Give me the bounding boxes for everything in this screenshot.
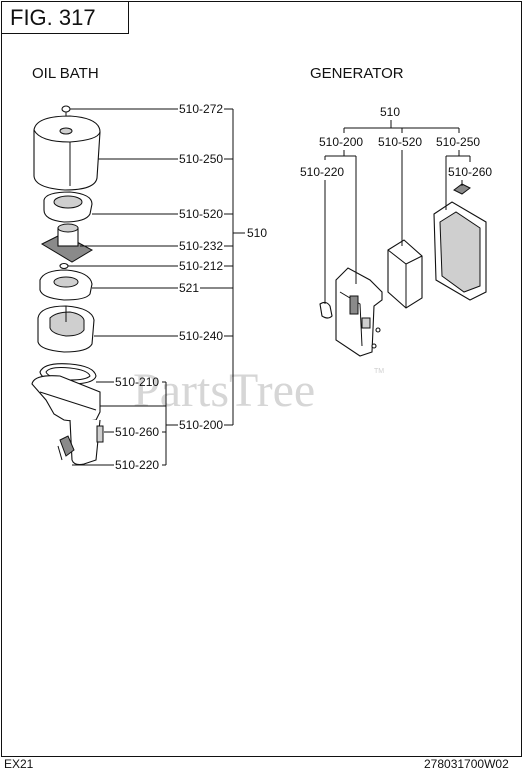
gen-part-element[interactable]: [387, 239, 423, 309]
callout-510-210: 510-210: [115, 375, 159, 389]
part-element[interactable]: [43, 191, 93, 223]
figure-label: FIG. 317: [10, 5, 96, 30]
oil-bath-parts: [31, 105, 104, 466]
gen-part-case[interactable]: [335, 267, 383, 357]
gen-callout-510-200: 510-200: [319, 135, 363, 149]
callout-510-260: 510-260: [115, 425, 159, 439]
callout-510-520: 510-520: [179, 207, 223, 221]
callout-510-272: 510-272: [179, 102, 223, 116]
figure-label-box: [1, 1, 129, 34]
callout-510-200: 510-200: [179, 418, 223, 432]
gen-callout-510-520: 510-520: [378, 135, 422, 149]
part-cover[interactable]: [33, 115, 101, 191]
gen-callout-510-220: 510-220: [300, 165, 344, 179]
gen-callout-510-250: 510-250: [436, 135, 480, 149]
callout-510-212: 510-212: [179, 259, 223, 273]
callout-510-232: 510-232: [179, 239, 223, 253]
callout-510-240: 510-240: [179, 329, 223, 343]
part-oil-bath-bowl[interactable]: [37, 305, 95, 353]
footer-model: EX21: [4, 757, 34, 771]
callout-510: 510: [247, 226, 267, 240]
gen-part-pad[interactable]: [453, 183, 471, 195]
section-oil-bath: OIL BATH: [32, 65, 99, 82]
callout-510-220: 510-220: [115, 458, 159, 472]
footer-code: 278031700W02: [424, 757, 509, 771]
page-border: [1, 1, 522, 757]
gen-callout-510: 510: [380, 105, 400, 119]
section-generator: GENERATOR: [310, 65, 404, 82]
gen-part-cover[interactable]: [433, 201, 487, 301]
oil-bath-leaders: [68, 108, 245, 466]
generator-parts: [319, 183, 487, 357]
part-base[interactable]: [40, 223, 94, 263]
part-case[interactable]: [31, 375, 104, 466]
watermark: PartsTree: [133, 364, 315, 417]
part-clip[interactable]: [57, 435, 75, 461]
callout-510-250: 510-250: [179, 152, 223, 166]
watermark-tm: TM: [374, 368, 384, 375]
part-foam[interactable]: [39, 269, 93, 301]
callout-521: 521: [179, 281, 199, 295]
gen-callout-510-260: 510-260: [448, 165, 492, 179]
gen-part-clip[interactable]: [319, 301, 333, 319]
part-small-ring[interactable]: [59, 262, 69, 270]
generator-leaders: [324, 120, 471, 304]
